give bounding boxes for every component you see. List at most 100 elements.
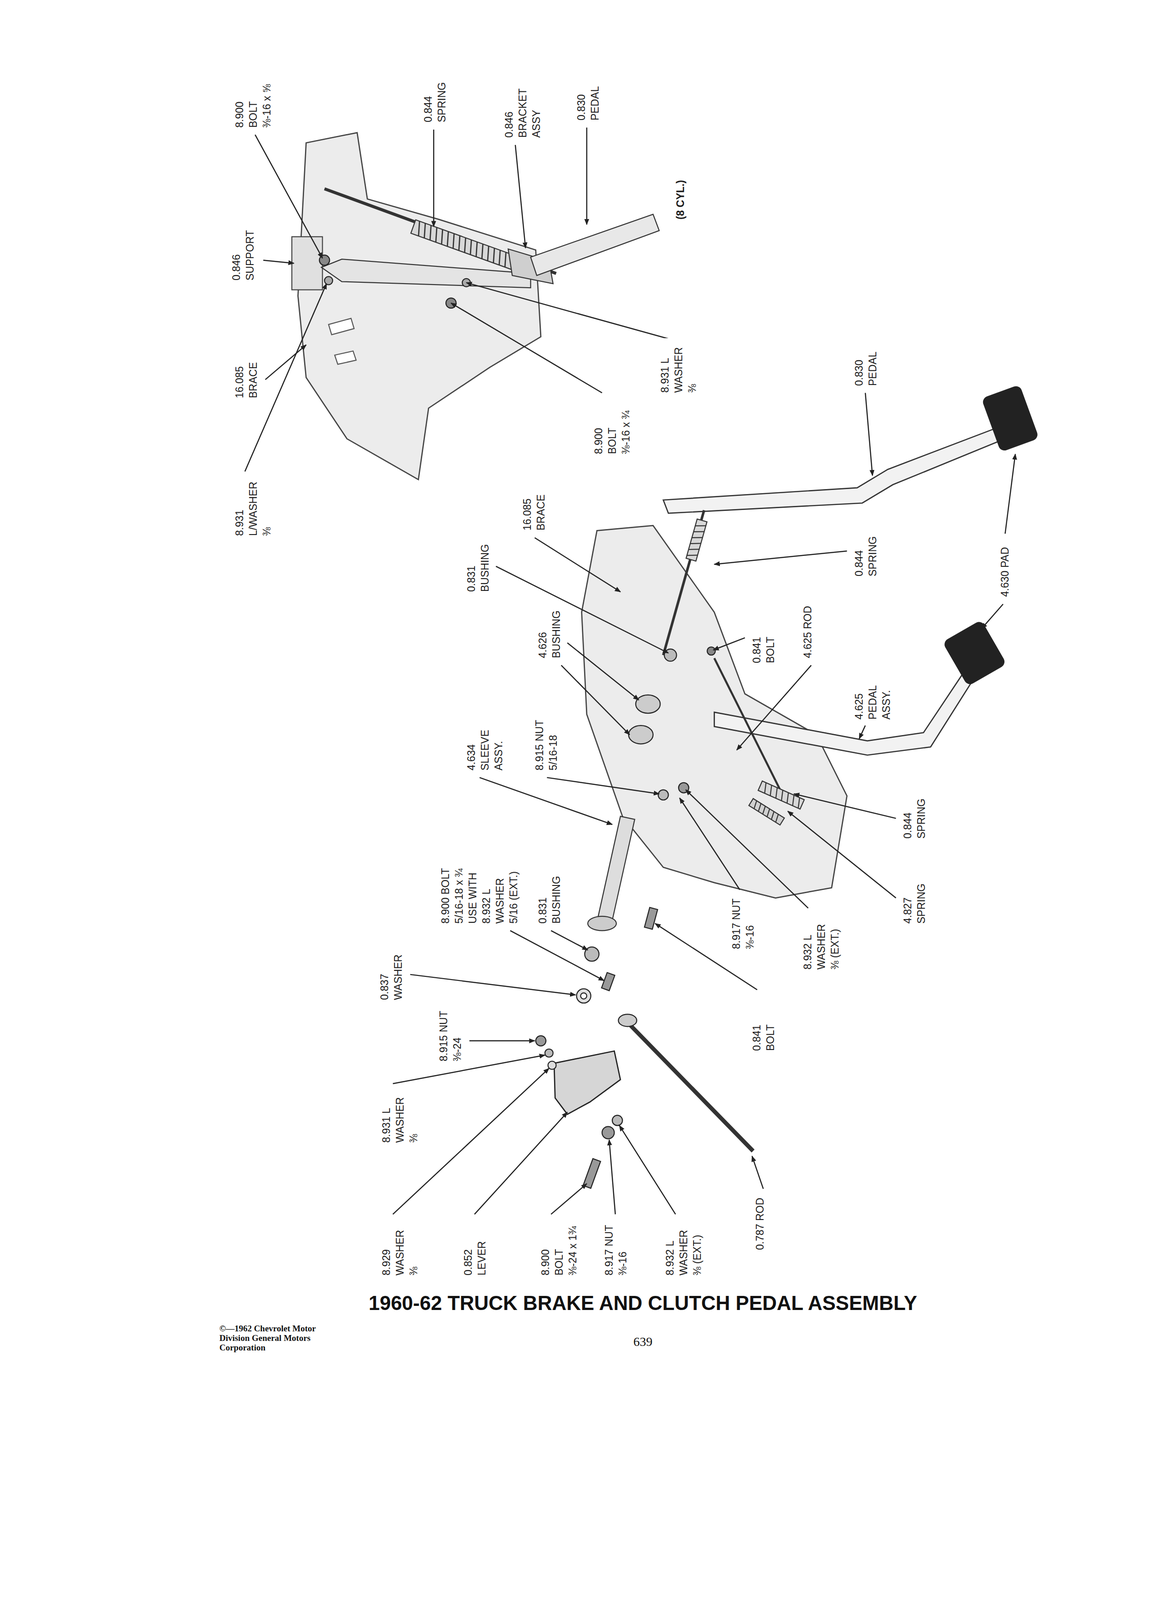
leader-line <box>534 537 621 592</box>
leader-line <box>685 789 809 909</box>
lock-washer <box>324 276 333 285</box>
leader-line <box>265 344 307 380</box>
callout-label: 4.634 SLEEVE ASSY. <box>464 715 506 771</box>
leader-line <box>713 637 745 650</box>
leader-line <box>263 259 294 264</box>
leader-line <box>752 1155 764 1189</box>
callout-label: 8.900 BOLT ⅜-24 x 1¾ <box>538 1225 580 1276</box>
callout-label: 8.931 L WASHER ⅜ <box>379 1088 421 1143</box>
callout-label: 8.932 L WASHER ⅜ (EXT.) <box>800 914 842 970</box>
callout-label: 0.844 SPRING <box>421 67 449 123</box>
leader-line <box>619 1125 676 1214</box>
callout-label: 8.932 L WASHER ⅜ (EXT.) <box>663 1220 705 1276</box>
callout-label: 0.831 BUSHING <box>535 869 564 924</box>
leader-line <box>469 1040 535 1042</box>
spring-coils <box>686 523 706 559</box>
leader-line <box>609 1139 615 1215</box>
brace-slot <box>328 318 357 365</box>
bolt-head <box>319 254 330 265</box>
callout-label: 0.831 BUSHING <box>464 537 492 592</box>
leader-line <box>714 550 848 565</box>
callout-label: 0.844 SPRING <box>900 784 929 839</box>
callout-label: 4.827 SPRING <box>900 869 929 924</box>
brace-panel <box>298 132 541 480</box>
callout-label: 8.917 NUT ⅜-16 <box>729 894 757 950</box>
leader-line <box>495 566 669 654</box>
pedal-pad <box>942 619 1007 687</box>
spring-body <box>749 798 785 825</box>
leader-line <box>1004 454 1015 534</box>
sleeve-flange <box>587 916 617 931</box>
callout-label: 4.626 BUSHING <box>535 603 564 659</box>
leader-line <box>546 777 660 795</box>
leader-line <box>515 144 526 249</box>
callout-label: 8.900 BOLT ⅜-16 x ⅝ <box>232 77 274 128</box>
leader-line <box>736 665 812 750</box>
callout-label: 8.929 WASHER ⅜ <box>379 1220 421 1276</box>
leader-line <box>859 725 865 739</box>
coil-spring <box>686 519 708 562</box>
callout-label: 0.841 BOLT <box>749 608 778 664</box>
callout-label: 0.844 SPRING <box>852 521 880 577</box>
diagram-title: 1960-62 TRUCK BRAKE AND CLUTCH PEDAL ASS… <box>368 1291 918 1315</box>
bolt <box>601 972 615 991</box>
rod-eye <box>618 1014 637 1027</box>
lock-washer <box>658 789 669 800</box>
push-rod <box>630 1025 753 1151</box>
callout-label: 0.846 BRACKET ASSY <box>502 83 544 138</box>
spring-coils <box>752 800 780 823</box>
leader-line <box>433 129 435 227</box>
bolt <box>644 907 658 930</box>
bushing <box>628 725 654 744</box>
page-number: 639 <box>633 1334 653 1349</box>
sleeve-tube <box>598 816 635 921</box>
callout-label: 8.917 NUT ⅜-16 <box>602 1220 630 1276</box>
leader-line <box>794 794 897 819</box>
callout-label: 4.625 ROD <box>800 603 815 659</box>
callout-label: 4.625 PEDAL ASSY. <box>852 664 894 720</box>
leader-line <box>410 974 576 995</box>
brake-pedal <box>714 671 975 755</box>
pedal-pad <box>981 384 1040 453</box>
spring-body <box>410 219 518 270</box>
lever-arm <box>321 259 531 288</box>
callout-label: 16.085 BRACE <box>520 475 548 531</box>
coil-spring <box>749 798 785 825</box>
bolt-head <box>707 646 716 655</box>
leader-line <box>550 930 588 950</box>
washer <box>548 1061 557 1070</box>
coil-spring <box>410 219 518 270</box>
nut <box>602 1126 615 1139</box>
callout-label: 8.931 L WASHER ⅜ <box>658 338 700 393</box>
spring-coils <box>761 782 803 809</box>
nut <box>535 1035 546 1046</box>
support-bracket <box>291 236 323 290</box>
pedal-arm <box>530 214 660 276</box>
callout-label: 16.085 BRACE <box>232 343 260 399</box>
bushing <box>635 694 661 714</box>
callout-label: 8.900 BOLT 5/16-18 x ¾ USE WITH 8.932 L … <box>438 859 521 924</box>
leader-line <box>586 127 588 225</box>
leader-line <box>392 1054 545 1084</box>
bushing <box>664 649 677 662</box>
callout-label: 8.931 L/WASHER ⅜ <box>232 481 274 536</box>
leader-line <box>561 665 630 735</box>
leader-line <box>679 798 740 890</box>
leader-line <box>474 1112 568 1214</box>
leader-line <box>567 642 639 700</box>
leader-line <box>510 930 605 981</box>
leader-line <box>550 1183 587 1214</box>
leader-line <box>450 303 602 394</box>
callout-label: 0.846 SUPPORT <box>229 225 257 281</box>
leader-line <box>787 811 896 899</box>
pedal-rod <box>714 658 781 791</box>
callout-label: 0.841 BOLT <box>749 996 778 1051</box>
callout-label: 0.852 LEVER <box>461 1220 489 1276</box>
lever <box>554 1050 621 1115</box>
leader-line <box>865 392 873 476</box>
washer <box>576 988 591 1003</box>
callout-label: 0.787 ROD <box>753 1195 767 1250</box>
washer-hole <box>580 992 587 999</box>
callout-label: (8 CYL.) <box>673 155 688 220</box>
